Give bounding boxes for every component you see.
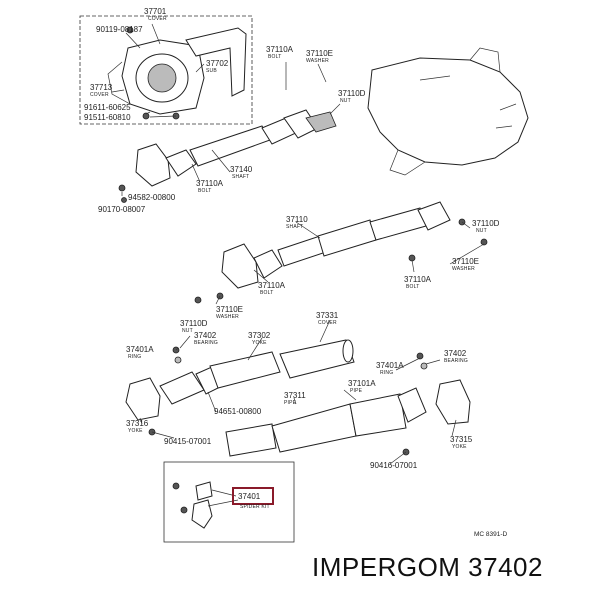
callout-37401A-left: 37401A (126, 345, 154, 354)
svg-text:SPIDER KIT: SPIDER KIT (240, 504, 270, 510)
callout-37302: 37302 (248, 331, 271, 340)
callout-90415-07001: 90415-07001 (164, 437, 212, 446)
svg-text:NUT: NUT (340, 98, 351, 104)
callout-94582-00800: 94582-00800 (128, 193, 176, 202)
svg-text:BOLT: BOLT (260, 290, 274, 296)
svg-text:YOKE: YOKE (252, 340, 267, 346)
svg-text:RING: RING (380, 370, 393, 376)
callout-37402-right: 37402 (444, 349, 467, 358)
svg-text:NUT: NUT (182, 328, 193, 334)
callout-91611-60625: 91611-60625 (84, 103, 131, 112)
svg-text:YOKE: YOKE (128, 428, 143, 434)
transfer-cover-group (79, 15, 253, 125)
callout-90170-08007: 90170-08007 (98, 205, 146, 214)
svg-text:SUB: SUB (206, 68, 217, 74)
callout-37110D-left: 37110D (180, 319, 208, 328)
callout-37110D-top: 37110D (338, 89, 366, 98)
callout-91511-60810: 91511-60810 (84, 113, 131, 122)
svg-text:BOLT: BOLT (198, 188, 212, 194)
brand-caption: IMPERGOM 37402 (312, 552, 543, 582)
callout-37713: 37713 (90, 83, 113, 92)
callout-37110E-top: 37110E (306, 49, 333, 58)
callout-90416-07001: 90416-07001 (370, 461, 418, 470)
callout-94651-00800: 94651-00800 (214, 407, 262, 416)
callout-37110E-left: 37110E (216, 305, 243, 314)
callout-37401A-right: 37401A (376, 361, 404, 370)
spider-kit-inset (163, 461, 295, 543)
svg-text:RING: RING (128, 354, 141, 360)
callout-37110A-upper: 37110A (196, 179, 224, 188)
svg-text:PIPE: PIPE (284, 400, 297, 406)
callout-37110A-mid-left: 37110A (258, 281, 286, 290)
callout-37110E-mid: 37110E (452, 257, 479, 266)
svg-text:COVER: COVER (318, 320, 337, 326)
callout-37311: 37311 (284, 391, 306, 400)
svg-text:NUT: NUT (476, 228, 487, 234)
callout-90119-08187: 90119-08187 (96, 25, 143, 34)
highlight-box (232, 487, 274, 505)
svg-text:SHAFT: SHAFT (232, 174, 249, 180)
callout-37110A-top: 37110A (266, 45, 294, 54)
svg-text:BOLT: BOLT (406, 284, 420, 290)
svg-text:SHAFT: SHAFT (286, 224, 303, 230)
callout-37110: 37110 (286, 215, 308, 224)
callout-37701: 37701 (144, 7, 167, 16)
svg-text:WASHER: WASHER (216, 314, 239, 320)
callout-37110A-mid-right: 37110A (404, 275, 432, 284)
callout-labels: 37701 COVER 90119-08187 37702 SUB 37713 … (84, 7, 508, 538)
diagram-code: MC 8391-D (474, 531, 508, 538)
svg-text:PIPE: PIPE (350, 388, 363, 394)
callout-37101A: 37101A (348, 379, 376, 388)
callout-37331: 37331 (316, 311, 339, 320)
rear-propeller-shaft (125, 339, 471, 457)
leader-lines (111, 23, 485, 507)
svg-text:COVER: COVER (90, 92, 109, 98)
front-propeller-shaft (118, 109, 337, 203)
callout-37140: 37140 (230, 165, 253, 174)
callout-37316: 37316 (126, 419, 149, 428)
svg-text:WASHER: WASHER (306, 58, 329, 64)
svg-text:WASHER: WASHER (452, 266, 475, 272)
svg-text:COVER: COVER (148, 16, 167, 22)
callout-37401: 37401 (238, 492, 261, 501)
callout-37110D-mid: 37110D (472, 219, 500, 228)
svg-text:BEARING: BEARING (194, 340, 218, 346)
svg-text:YOKE: YOKE (452, 444, 467, 450)
center-propeller-shaft (194, 201, 488, 304)
svg-text:BOLT: BOLT (268, 54, 282, 60)
transmission-housing (367, 47, 529, 176)
callout-37315: 37315 (450, 435, 473, 444)
callout-37402-left: 37402 (194, 331, 217, 340)
svg-text:BEARING: BEARING (444, 358, 468, 364)
callout-37702: 37702 (206, 59, 229, 68)
